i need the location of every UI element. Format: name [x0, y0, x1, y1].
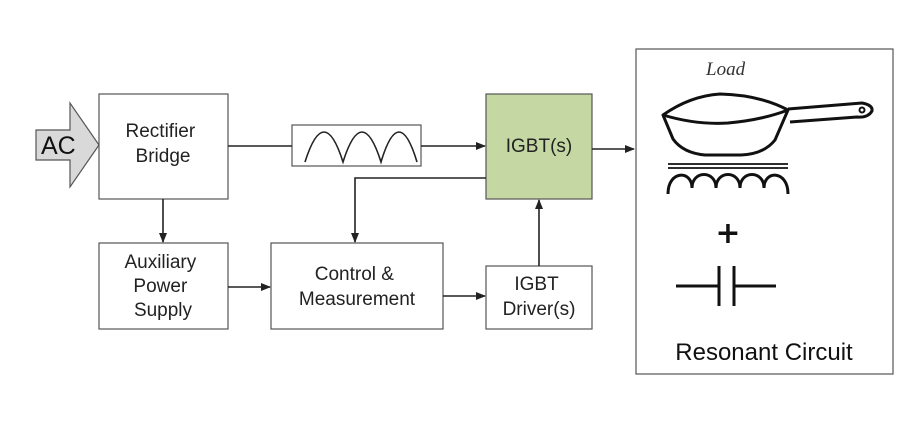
auxiliary-power-supply-block: Auxiliary Power Supply: [98, 242, 229, 330]
plus-sign: +: [715, 216, 740, 251]
igbt-driver-line-2: Driver(s): [503, 299, 576, 320]
control-label-line-2: Measurement: [299, 289, 416, 310]
load-label: Load: [705, 59, 746, 80]
resonant-circuit-box: [635, 48, 894, 375]
induction-coil-icon: [666, 163, 790, 195]
igbt-driver-block: IGBT Driver(s): [485, 265, 593, 330]
control-label-line-1: Control &: [315, 264, 395, 285]
rectifier-bridge-box: [98, 93, 229, 200]
resonant-circuit-panel: Load + Resonant Circuit: [635, 48, 894, 375]
rectifier-label: Rectifier Bridge: [126, 121, 201, 167]
igbt-box: [485, 93, 593, 200]
aux-supply-line-2: Power: [133, 276, 188, 297]
pan-handle-hole: [858, 106, 866, 114]
rectifier-label-line-1: Rectifier: [126, 121, 196, 142]
rectifier-bridge-block: Rectifier Bridge: [98, 93, 229, 200]
pan-rim: [662, 108, 789, 125]
aux-supply-line-1: Auxiliary: [124, 252, 196, 273]
pan-body: [661, 92, 790, 157]
ac-label: AC: [41, 132, 76, 160]
pan-handle: [787, 101, 874, 124]
coil-windings: [666, 173, 790, 195]
rectified-waveform-icon: [304, 131, 418, 165]
igbt-driver-label: IGBT Driver(s): [503, 274, 576, 320]
rectifier-label-line-2: Bridge: [136, 146, 191, 167]
rectified-waveform-block: [291, 124, 422, 167]
igbt-label: IGBT(s): [506, 136, 573, 157]
pan-icon: [661, 92, 874, 157]
control-label: Control & Measurement: [299, 264, 416, 310]
connections: [159, 142, 635, 300]
igbt-driver-box: [485, 265, 593, 330]
control-box: [270, 242, 444, 330]
aux-supply-label: Auxiliary Power Supply: [124, 252, 201, 321]
aux-supply-line-3: Supply: [134, 300, 193, 321]
igbt-block: IGBT(s): [485, 93, 593, 200]
igbt-driver-line-1: IGBT: [514, 274, 559, 295]
ac-input-arrow: AC: [35, 101, 100, 189]
igbt-feedback-arrow: [351, 177, 486, 243]
ac-arrow-shape: [35, 101, 100, 189]
control-measurement-block: Control & Measurement: [270, 242, 444, 330]
capacitor-icon: [676, 266, 776, 306]
resonant-circuit-label: Resonant Circuit: [675, 339, 853, 366]
aux-supply-box: [98, 242, 229, 330]
